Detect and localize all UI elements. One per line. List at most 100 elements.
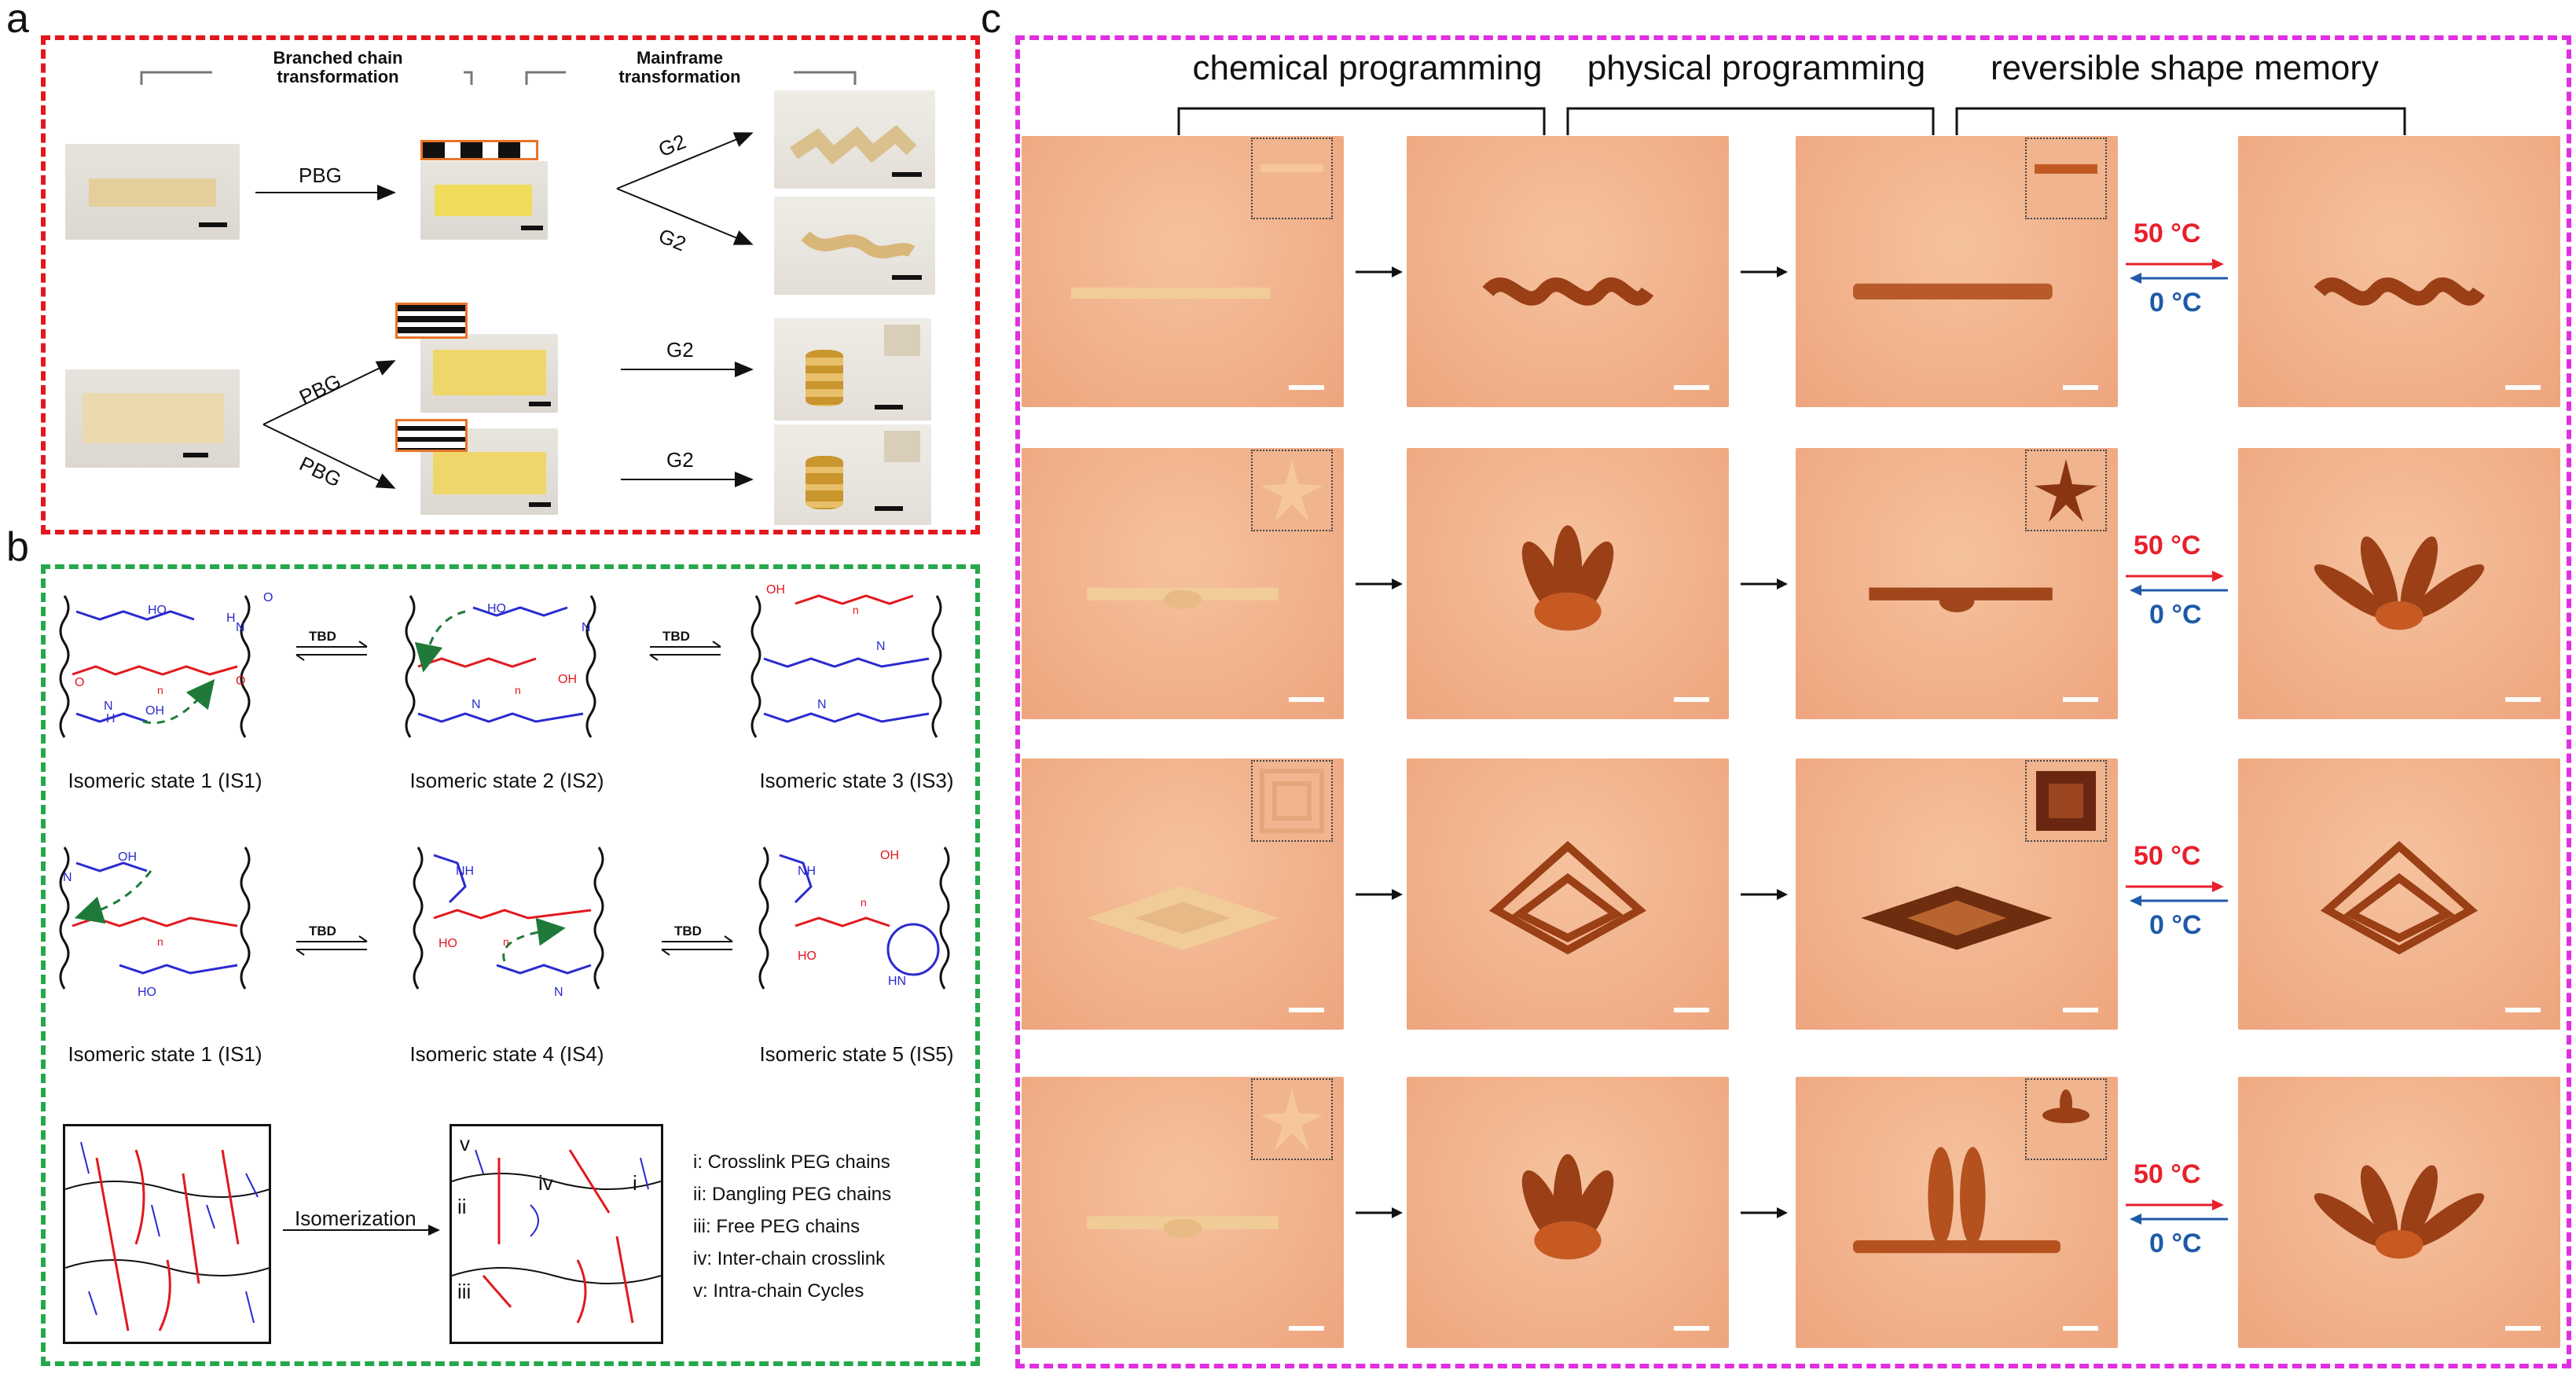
panel-a-letter: a [6, 0, 29, 42]
chem-label-h-1: H [226, 612, 236, 625]
pattern-bar-stripes-1 [395, 303, 468, 339]
step-arrow-r3-2 [1741, 888, 1788, 900]
reversible-arrows-r4 [2126, 1199, 2228, 1225]
step-arrow-r1-1 [1356, 266, 1403, 277]
shape-photo-r4-c4 [2238, 1077, 2560, 1348]
reaction-scheme [59, 594, 950, 990]
panel-b-letter: b [6, 524, 29, 570]
scale-bar [1674, 1008, 1709, 1012]
net-label-iv: iv [538, 1171, 553, 1195]
scale-bar [1289, 385, 1324, 390]
scale-bar [1674, 385, 1709, 390]
cool-label: 0 °C [2149, 909, 2202, 940]
scale-bar [1289, 1008, 1324, 1012]
inset-photo [1251, 760, 1333, 842]
shape-photo-r1-c4 [2238, 136, 2560, 407]
inset-photo [2025, 450, 2107, 531]
heat-label: 50 °C [2134, 1159, 2201, 1189]
chem-label-o-3: O [236, 674, 246, 688]
chem-label-oh-1: OH [145, 704, 164, 718]
chem-label-n-sub-6: n [861, 896, 867, 909]
shape-photo-r1-c2 [1407, 136, 1729, 407]
step-arrow-r1-2 [1741, 266, 1788, 277]
inset-photo [2025, 1078, 2107, 1160]
chem-label-n-6: N [817, 698, 827, 711]
step-arrow-r3-1 [1356, 888, 1403, 900]
chem-label-n-sub-4: n [157, 935, 163, 948]
result-photo-4 [774, 424, 931, 525]
reversible-arrows-r1 [2126, 258, 2228, 284]
scale-bar [1289, 697, 1324, 702]
panel-a-arrows [255, 132, 754, 489]
net-label-i: i [633, 1171, 637, 1195]
result-photo-3 [774, 318, 931, 421]
legend-item-iv: iv: Inter-chain crosslink [693, 1248, 886, 1269]
chem-label-n-sub-3: n [853, 604, 859, 616]
reversible-arrows-r2 [2126, 570, 2228, 596]
scale-bar [1289, 1326, 1324, 1331]
chem-label-n-8: N [554, 986, 563, 999]
inset-photo [2025, 760, 2107, 842]
mainframe-label: Mainframe transformation [566, 49, 794, 86]
arrow-label-g2-4: G2 [666, 448, 694, 472]
pattern-bar-stripes-2 [395, 419, 468, 452]
legend-item-iii: iii: Free PEG chains [693, 1216, 861, 1237]
legend-item-v: v: Intra-chain Cycles [693, 1280, 864, 1302]
isomerization-label: Isomerization [295, 1207, 416, 1230]
legend-item-i: i: Crosslink PEG chains [693, 1151, 890, 1173]
shape-photo-r2-c4 [2238, 448, 2560, 719]
heat-label: 50 °C [2134, 530, 2201, 560]
scale-bar [1674, 1326, 1709, 1331]
shape-photo-r4-c3 [1796, 1077, 2118, 1348]
chem-label-n-sub-1: n [157, 684, 163, 696]
pattern-bar-checker [420, 140, 538, 160]
state-label-is3: Isomeric state 3 (IS3) [759, 769, 954, 792]
chem-label-ho-2: HO [487, 602, 506, 615]
step-arrow-r4-2 [1741, 1207, 1788, 1218]
scale-bar [2063, 1008, 2098, 1012]
scale-bar [1674, 697, 1709, 702]
scale-bar [2505, 697, 2541, 702]
scale-bar [2063, 385, 2098, 390]
arrow-label-pbg-1: PBG [299, 163, 342, 187]
network-box-before [63, 1124, 271, 1344]
chem-label-ho-4: HO [439, 937, 457, 950]
chem-label-oh-4: OH [118, 850, 137, 864]
result-photo-2 [774, 196, 935, 295]
film-photo-1 [65, 144, 240, 240]
legend-item-ii: ii: Dangling PEG chains [693, 1184, 892, 1205]
shape-photo-r4-c1 [1022, 1077, 1344, 1348]
chem-label-n-1: N [236, 621, 245, 634]
inset-photo [1251, 138, 1333, 219]
cool-label: 0 °C [2149, 1228, 2202, 1258]
chem-label-n-2: N [104, 700, 113, 713]
arrow-label-g2-3: G2 [666, 338, 694, 362]
branched-chain-label: Branched chain transformation [212, 49, 464, 86]
shape-photo-r3-c2 [1407, 758, 1729, 1030]
tbd-label-3: TBD [309, 924, 336, 938]
chem-label-n-sub-2: n [515, 684, 521, 696]
panel-a-frame [41, 35, 980, 534]
panel-b-frame [41, 564, 980, 1366]
shape-photo-r2-c3 [1796, 448, 2118, 719]
state-label-is2: Isomeric state 2 (IS2) [409, 769, 604, 792]
scale-bar [2505, 1008, 2541, 1012]
net-label-ii: ii [457, 1195, 467, 1218]
shape-photo-r2-c2 [1407, 448, 1729, 719]
chem-label-oh-3: OH [766, 583, 785, 597]
cool-label: 0 °C [2149, 599, 2202, 630]
step-arrow-r4-1 [1356, 1207, 1403, 1218]
scale-bar [2063, 697, 2098, 702]
state-label-is4: Isomeric state 4 (IS4) [409, 1042, 604, 1066]
shape-photo-r4-c2 [1407, 1077, 1729, 1348]
net-label-iii: iii [457, 1280, 472, 1303]
heat-label: 50 °C [2134, 218, 2201, 248]
header-chemical-programming: chemical programming [1192, 49, 1543, 87]
chem-label-hn: HN [888, 975, 907, 988]
film-photo-3 [65, 369, 240, 468]
tbd-label-1: TBD [309, 629, 336, 644]
header-physical-programming: physical programming [1587, 49, 1926, 87]
isomerization-arrow [283, 1225, 440, 1236]
shape-photo-r1-c1 [1022, 136, 1344, 407]
film-photo-2 [420, 161, 548, 240]
